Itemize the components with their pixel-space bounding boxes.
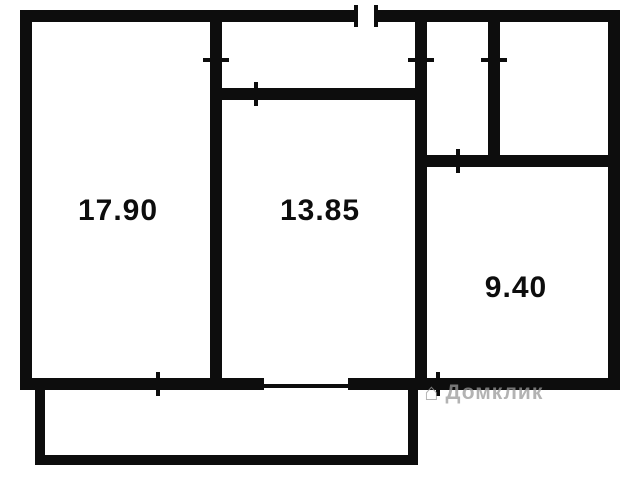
room1-area-label: 17.90 — [77, 194, 159, 227]
wall-top-right — [378, 10, 620, 22]
room2-area-label: 13.85 — [279, 194, 361, 227]
wall-room2-top — [222, 88, 415, 100]
opening-tick-room3-door — [456, 149, 460, 173]
balcony-wall-left — [35, 390, 45, 465]
balcony-wall-bottom — [35, 455, 418, 465]
wall-left-outer — [20, 10, 32, 390]
wall-room2-room3-divider — [415, 22, 427, 378]
balcony-door-sill — [264, 384, 348, 388]
wall-room1-room2-divider — [210, 22, 222, 378]
room3-area-label: 9.40 — [484, 271, 548, 304]
opening-tick-bottom-right — [436, 372, 440, 396]
wall-bottom-right — [348, 378, 620, 390]
opening-tick-top-left — [354, 5, 358, 27]
opening-tick-closet-door — [481, 58, 507, 62]
wall-closet-divider — [488, 22, 500, 155]
wall-room3-top — [427, 155, 620, 167]
opening-tick-bottom-window — [156, 372, 160, 396]
balcony-wall-right — [408, 390, 418, 465]
opening-tick-room1-door — [203, 58, 229, 62]
opening-tick-top-right — [374, 5, 378, 27]
wall-bottom-left — [20, 378, 264, 390]
opening-tick-hall-door — [408, 58, 434, 62]
opening-tick-room2-door — [254, 82, 258, 106]
wall-right-outer — [608, 10, 620, 390]
wall-top-left — [20, 10, 354, 22]
